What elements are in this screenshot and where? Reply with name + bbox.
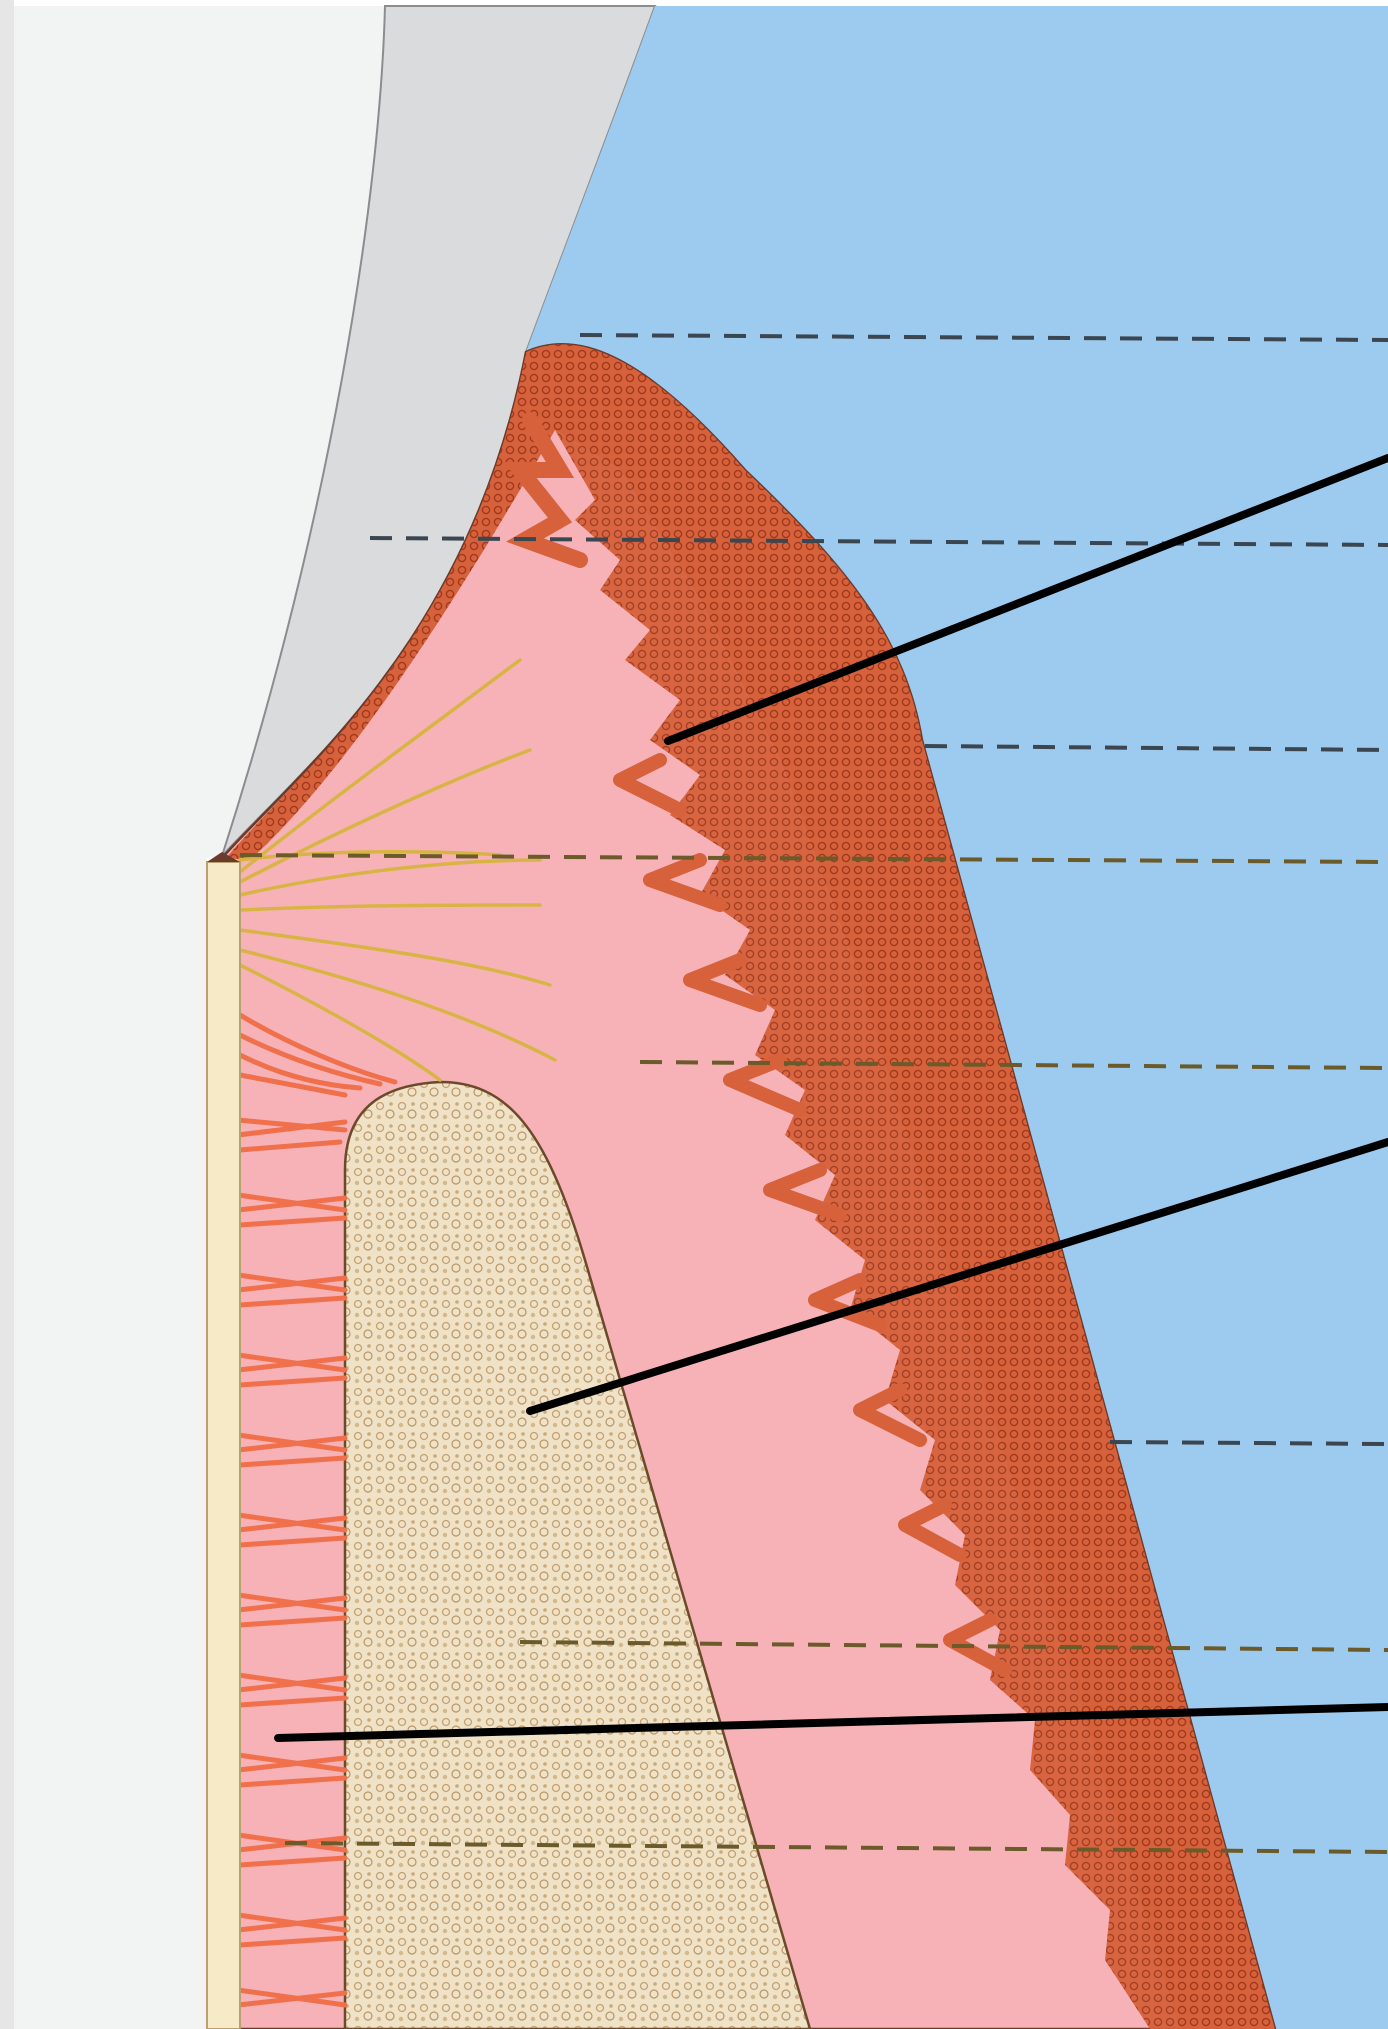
cementum-layer <box>207 862 240 2029</box>
page-edge <box>0 0 14 2029</box>
